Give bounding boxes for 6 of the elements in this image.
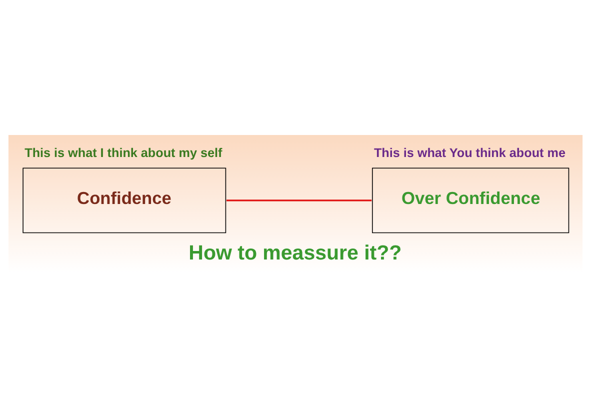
connector: [226, 200, 372, 202]
node-label: This is what I think about my self: [24, 146, 222, 160]
node-label: This is what You think about me: [374, 146, 566, 160]
node-box: Confidence: [22, 168, 226, 234]
caption: How to meassure it??: [188, 241, 402, 264]
node-box: Over Confidence: [372, 168, 570, 234]
